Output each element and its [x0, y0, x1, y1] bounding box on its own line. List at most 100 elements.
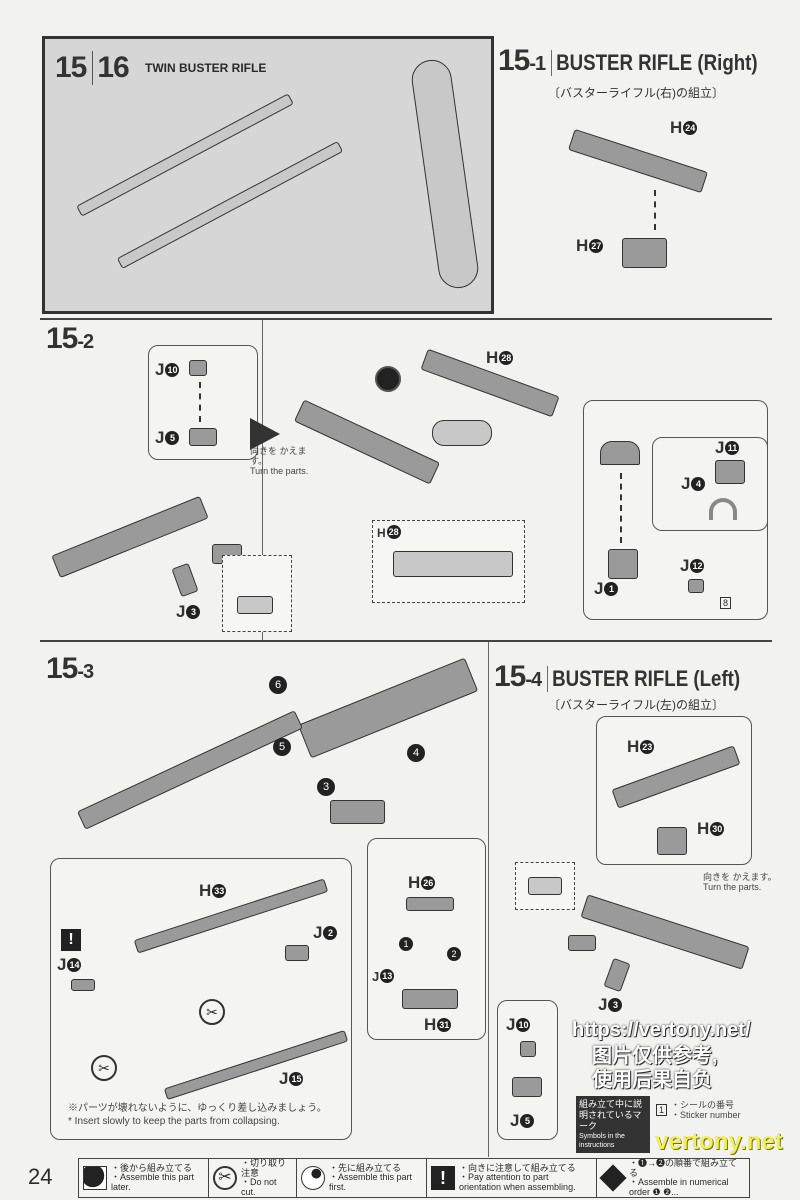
part-label-text: J [506, 1015, 516, 1034]
step-sub: -1 [529, 53, 546, 75]
step-15-2-header: 15-2 [46, 322, 94, 356]
divider [40, 318, 772, 320]
part-number-badge: 26 [421, 876, 436, 890]
order-5: 5 [273, 738, 291, 756]
part-label-text: ・後から組み立てる・Assemble this part later. [111, 1162, 204, 1193]
turn-arrow-icon [250, 418, 280, 450]
order-3: 3 [317, 778, 335, 796]
part-label-text: J [279, 1069, 289, 1088]
part-h24 [568, 128, 708, 194]
watermark-text: 使用后果自负 [592, 1069, 712, 1091]
part-h26 [406, 897, 454, 911]
part-label-text: H [199, 881, 212, 900]
part-label-text: 15 [46, 322, 78, 355]
insert-note: ※パーツが壊れないように、ゆっくり差し込みましょう。* Insert slowl… [68, 1102, 327, 1128]
part-number-badge: 5 [165, 431, 180, 445]
part-number-badge: 5 [520, 1114, 535, 1128]
part-number-badge: 28 [499, 351, 514, 365]
legend-item: ・先に組み立てる・Assemble this part first. [297, 1159, 427, 1197]
part-illustration [512, 1077, 542, 1097]
part-label-text: ・後から組み立てる [111, 1162, 193, 1173]
part-label-text: J [715, 438, 725, 457]
exclamation-icon: ! [61, 929, 81, 951]
part-label-text: 15-4 [494, 660, 542, 694]
part-label-text: 15 [46, 652, 78, 685]
divider [488, 642, 489, 1157]
part-illustration [520, 1041, 536, 1057]
part-label-text: ・シールの番号 [671, 1100, 735, 1110]
part-number-badge: 31 [437, 1018, 452, 1032]
rifle-barrel [77, 710, 303, 830]
part-label-text: ・Sticker number [671, 1110, 741, 1120]
step-15-3-header: 15-3 [46, 652, 94, 686]
part-number-badge: 10 [165, 363, 180, 377]
do-not-cut-icon: ✂ [213, 1166, 237, 1190]
part-label-text: -2 [77, 331, 94, 353]
part-label-text: ・Pay attention to part orientation when … [459, 1172, 576, 1192]
part-j3 [603, 957, 631, 993]
part-number-badge: 33 [212, 884, 227, 898]
part-label-text: ※パーツが壊れないように、ゆっくり差し込みましょう。 [68, 1103, 327, 1114]
part-number-badge: 13 [380, 969, 395, 983]
part-j12 [688, 579, 704, 593]
part-label-text: H [627, 737, 640, 756]
part-h31 [402, 989, 458, 1009]
step-15-1-header: 15-1 BUSTER RIFLE (Right) [498, 44, 794, 78]
part-number-badge: 30 [710, 822, 725, 836]
part-label-text: ・切り取り注意・Do not cut. [241, 1159, 292, 1197]
part-label-text: -3 [77, 661, 94, 683]
rifle-body-part [580, 894, 750, 970]
part-label-text: ・Assemble this part first. [329, 1172, 413, 1192]
part-label-text: H [697, 819, 710, 838]
part-number-badge: 1 [604, 582, 619, 596]
part-label-text: H [670, 118, 683, 137]
watermark-text: 图片仅供参考, [592, 1045, 718, 1067]
part-label-text: 15-1 [498, 44, 546, 78]
turn-note: 向きを かえます。Turn the parts. [250, 446, 310, 476]
divider [40, 640, 772, 642]
part-number-badge: 24 [683, 121, 698, 135]
part-j10 [189, 360, 207, 376]
part-label-text: H [576, 236, 589, 255]
order-1: 1 [399, 937, 413, 951]
part-h27 [622, 238, 667, 268]
watermark-url: https://vertony.net/ [572, 1019, 751, 1041]
assembly-arrow [654, 190, 656, 230]
legend-item: ✂・切り取り注意・Do not cut. [209, 1159, 297, 1197]
part-label-text: ・❶→❷の順番で組み立てる・Assemble in numerical orde… [629, 1159, 745, 1197]
sticker-number: 8 [720, 597, 732, 609]
sticker-number-icon: 1 [656, 1104, 668, 1116]
part-number-badge: 12 [690, 559, 705, 573]
part-label-text: ・シールの番号・Sticker number [671, 1100, 741, 1120]
part-number-badge: 11 [725, 441, 740, 455]
part-j11 [715, 460, 745, 484]
part-label-text: ・Do not cut. [241, 1177, 277, 1197]
part-label-text: ・向きに注意して組み立てる [459, 1162, 576, 1173]
part-number-badge: 10 [516, 1018, 531, 1032]
rifle-illustration-2 [116, 141, 344, 269]
part-number-badge: 3 [186, 605, 201, 619]
part-label-text: J [510, 1111, 520, 1130]
part-label-text: J [155, 360, 165, 379]
part-label-text: J [372, 969, 380, 984]
rifle-illustration-1 [76, 93, 294, 217]
assembly-arrow [199, 382, 201, 422]
step-title: BUSTER RIFLE (Left) [547, 666, 740, 692]
part-label-text: -4 [525, 669, 542, 691]
part-illustration [393, 551, 513, 577]
do-not-cut-icon: ✂ [91, 1055, 117, 1081]
